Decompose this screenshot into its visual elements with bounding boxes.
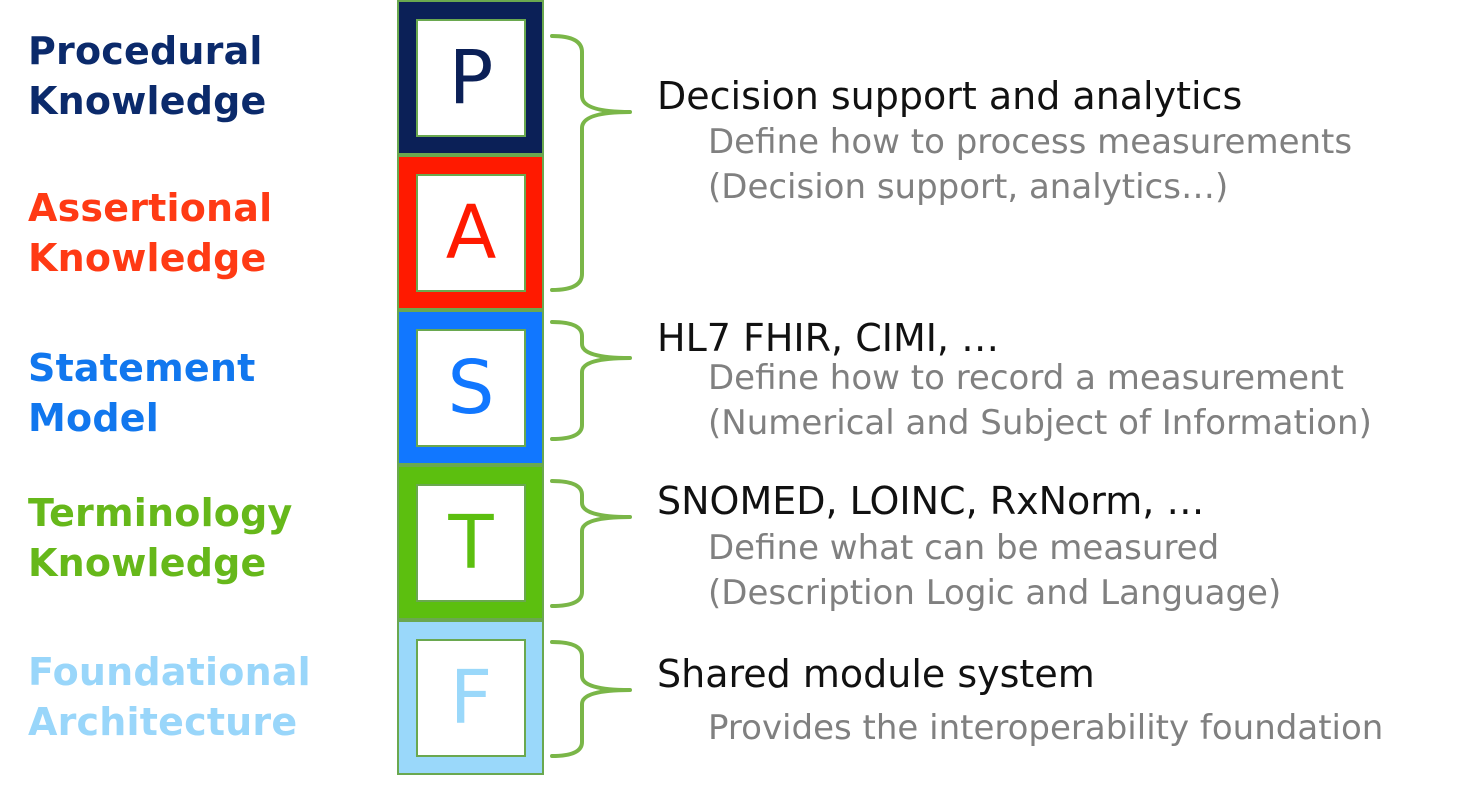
brace-foundational bbox=[550, 640, 632, 758]
letter-p: P bbox=[448, 35, 494, 121]
label-assertional-knowledge: Assertional Knowledge bbox=[28, 183, 272, 283]
letter-box-p: P bbox=[416, 19, 526, 137]
letter-f: F bbox=[449, 655, 493, 741]
label-line: Statement bbox=[28, 346, 256, 390]
label-line: Knowledge bbox=[28, 79, 267, 123]
letter-t: T bbox=[448, 500, 494, 586]
letter-box-a: A bbox=[416, 174, 526, 292]
label-line: Assertional bbox=[28, 186, 273, 230]
desc-line: Define how to process measurements bbox=[708, 122, 1353, 162]
brace-procedural-assertional bbox=[550, 34, 632, 292]
label-foundational-architecture: Foundational Architecture bbox=[28, 647, 311, 747]
brace-terminology bbox=[550, 479, 632, 608]
desc-title-hl7-fhir: HL7 FHIR, CIMI, … bbox=[657, 316, 1000, 360]
desc-line: (Decision support, analytics…) bbox=[708, 167, 1229, 207]
label-line: Terminology bbox=[28, 491, 293, 535]
letter-a: A bbox=[445, 190, 497, 276]
layer-box-a: A bbox=[397, 155, 544, 310]
label-statement-model: Statement Model bbox=[28, 343, 256, 443]
desc-line: (Description Logic and Language) bbox=[708, 573, 1282, 613]
layer-box-s: S bbox=[397, 310, 544, 465]
letter-box-f: F bbox=[416, 639, 526, 757]
desc-title-shared-module: Shared module system bbox=[657, 652, 1095, 696]
label-line: Knowledge bbox=[28, 541, 267, 585]
layer-box-t: T bbox=[397, 465, 544, 620]
desc-title-decision-support: Decision support and analytics bbox=[657, 74, 1243, 118]
label-line: Model bbox=[28, 396, 159, 440]
desc-line: Define what can be measured bbox=[708, 528, 1220, 568]
desc-title-snomed: SNOMED, LOINC, RxNorm, … bbox=[657, 479, 1205, 523]
brace-statement-model bbox=[550, 320, 632, 441]
label-line: Procedural bbox=[28, 29, 263, 73]
letter-box-t: T bbox=[416, 484, 526, 602]
desc-line: Define how to record a measurement bbox=[708, 358, 1344, 398]
label-terminology-knowledge: Terminology Knowledge bbox=[28, 488, 292, 588]
layer-box-p: P bbox=[397, 0, 544, 155]
letter-box-s: S bbox=[416, 329, 526, 447]
label-line: Architecture bbox=[28, 700, 298, 744]
desc-line: Provides the interoperability foundation bbox=[708, 708, 1384, 748]
label-procedural-knowledge: Procedural Knowledge bbox=[28, 26, 266, 126]
layer-box-f: F bbox=[397, 620, 544, 775]
label-line: Knowledge bbox=[28, 236, 267, 280]
label-line: Foundational bbox=[28, 650, 311, 694]
desc-line: (Numerical and Subject of Information) bbox=[708, 403, 1372, 443]
letter-s: S bbox=[447, 345, 495, 431]
